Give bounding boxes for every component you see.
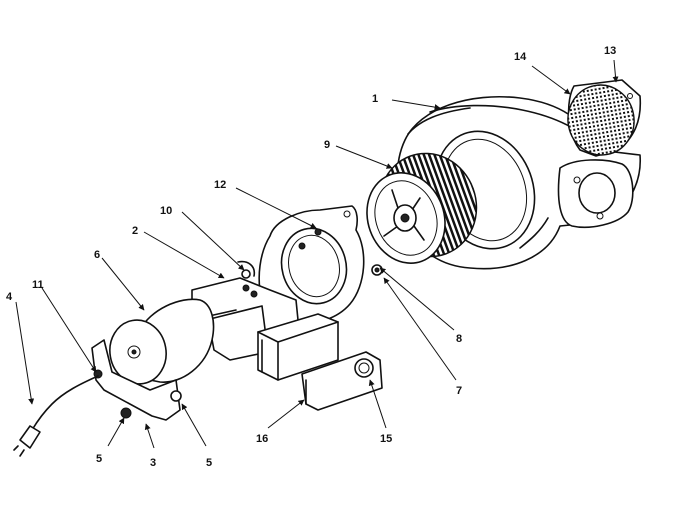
callout-16: 16: [256, 433, 268, 445]
callout-9: 9: [324, 139, 330, 151]
mounting-plate: [258, 205, 365, 324]
power-cord: [13, 375, 99, 457]
callout-2: 2: [132, 225, 138, 237]
callout-12: 12: [214, 179, 226, 191]
callout-13: 13: [604, 45, 616, 57]
blower-wheel: [366, 152, 478, 264]
callout-1: 1: [372, 93, 378, 105]
outlet-screen: [567, 79, 642, 157]
callout-8: 8: [456, 333, 462, 345]
capacitor-box: [257, 313, 339, 381]
cover-plate: [301, 351, 383, 411]
callout-7: 7: [456, 385, 462, 397]
callout-labels: 1 9 12 10 2 6 11 4 5 3 5 7 8 14 13 15 16: [6, 45, 616, 469]
callout-3: 3: [150, 457, 156, 469]
motor: [109, 298, 215, 385]
leader-lines: [15, 59, 619, 449]
callout-6: 6: [94, 249, 100, 261]
set-screw: [371, 264, 383, 276]
callout-11: 11: [32, 279, 44, 291]
callout-5-right: 5: [206, 457, 212, 469]
callout-4: 4: [6, 291, 13, 303]
callout-15: 15: [380, 433, 392, 445]
callout-14: 14: [514, 51, 527, 63]
callout-10: 10: [160, 205, 172, 217]
callout-5-left: 5: [96, 453, 102, 465]
